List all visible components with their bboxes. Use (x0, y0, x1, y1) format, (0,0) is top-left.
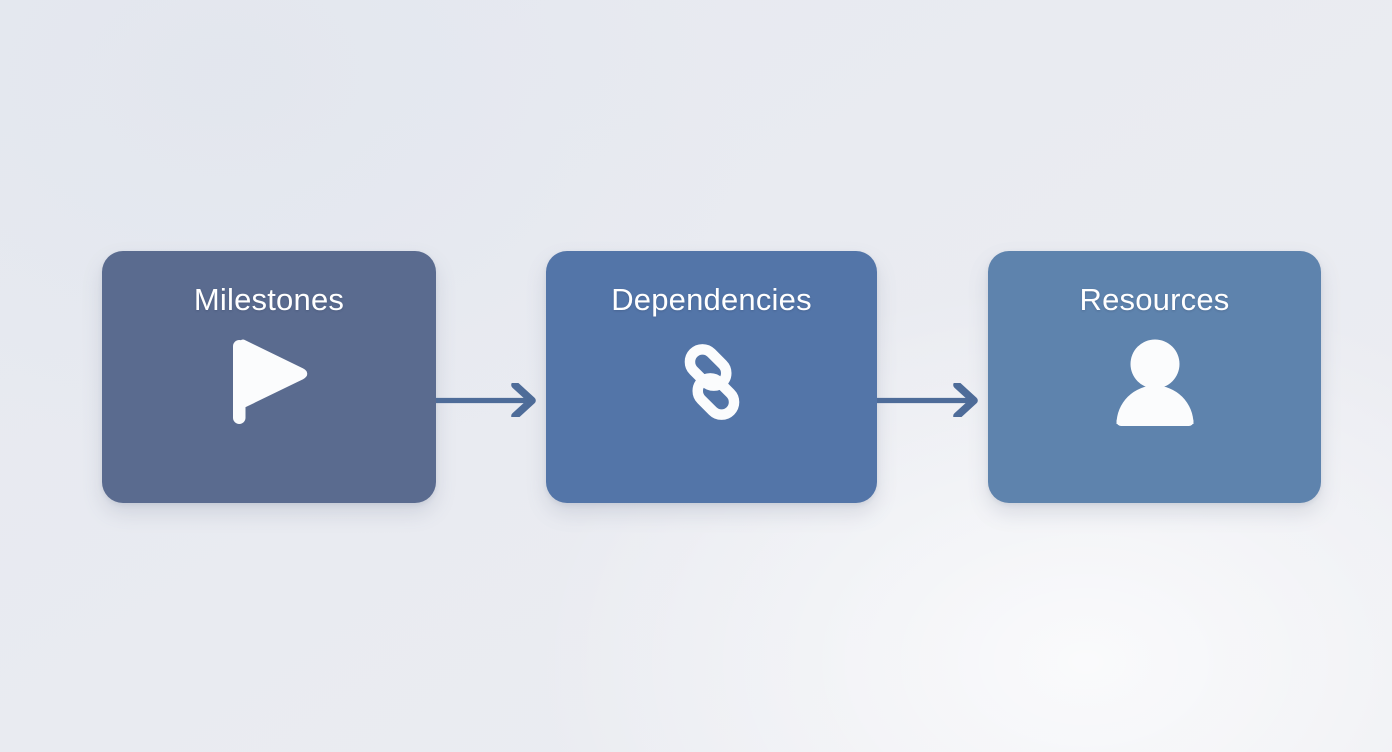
flow-step-title-resources: Resources (1079, 282, 1230, 317)
flow-step-title-milestones: Milestones (193, 282, 345, 317)
process-flow-row: Milestones Dependencies (0, 251, 1392, 503)
flow-step-card-resources[interactable]: Resources (988, 251, 1321, 503)
flow-step-card-dependencies[interactable]: Dependencies (546, 251, 877, 503)
link-chain-icon (664, 334, 760, 430)
flag-icon (221, 334, 317, 430)
flow-step-title-dependencies: Dependencies (611, 282, 812, 317)
arrow-milestones-to-dependencies (436, 383, 546, 417)
person-icon (1107, 334, 1203, 430)
arrow-dependencies-to-resources (877, 383, 988, 417)
flow-step-card-milestones[interactable]: Milestones (102, 251, 436, 503)
